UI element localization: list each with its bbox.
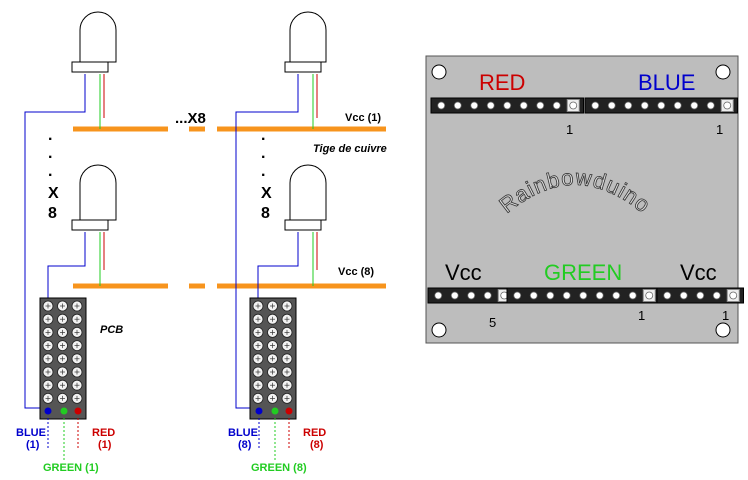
pin [663,291,672,300]
board-blue-label: BLUE [638,70,695,95]
copper-rod-label: Tige de cuivre [313,143,387,155]
pin [503,101,512,110]
pin [729,291,738,300]
red-1-num: (1) [98,439,112,451]
pin-blue-1: 1 [716,122,723,137]
blue-wires [24,74,299,409]
pin [453,101,462,110]
pin [470,101,479,110]
pin [569,101,578,110]
blue-1-label: BLUE [16,427,46,439]
rainbowduino-board: RED BLUE Vcc GREEN Vcc 1 1 5 1 1 Rainbow… [425,55,744,344]
board-green-label: GREEN [544,260,622,285]
pin [690,101,699,110]
pin-headers [427,97,744,304]
pin [579,291,588,300]
red-8-label: RED [303,427,326,439]
pin [483,291,492,300]
pin [529,291,538,300]
pin-green-1: 1 [638,308,645,323]
pin [536,101,545,110]
pin [723,101,732,110]
blue-8-num: (8) [238,439,252,451]
led-top-right [284,11,327,73]
pin [450,291,459,300]
red-8-num: (8) [310,439,324,451]
pcb-right [249,297,297,420]
pin [657,101,666,110]
blue-8-label: BLUE [228,427,258,439]
pin [628,291,637,300]
left-labels: ...X8 Vcc (1) Tige de cuivre Vcc (8) . .… [16,110,387,474]
pin [706,101,715,110]
pin [562,291,571,300]
dots-right-2: . [261,145,265,162]
times-count-label: ...X8 [175,110,206,127]
green-1-label: GREEN (1) [43,462,99,474]
pin-vcc-right-1: 1 [722,308,729,323]
dots-left-2: . [48,145,52,162]
board-vcc-right-label: Vcc [680,260,717,285]
pin [640,101,649,110]
pin [607,101,616,110]
pin [467,291,476,300]
pin [437,101,446,110]
dots-left-1: . [48,127,52,144]
pcb-label: PCB [100,324,123,336]
dots-right-1: . [261,127,265,144]
led-top-left [71,11,117,73]
pin-red-1: 1 [566,122,573,137]
blue-1-num: (1) [26,439,40,451]
led-bottom-right [284,164,327,231]
x-count-right: 8 [261,205,270,222]
board-vcc-left-label: Vcc [445,260,482,285]
led-leads [99,74,318,286]
pin [434,291,443,300]
pin [712,291,721,300]
mount-hole-tr [715,64,731,80]
pin-vcc-left-5: 5 [489,315,496,330]
pin [486,101,495,110]
dots-left-3: . [48,163,52,180]
pin [679,291,688,300]
copper-rods [73,126,386,289]
pin [519,101,528,110]
pin [513,291,522,300]
pin [552,101,561,110]
output-wires [47,418,290,460]
pcb-left [39,297,87,420]
pin [624,101,633,110]
green-8-label: GREEN (8) [251,462,307,474]
led-bottom-left [71,164,117,231]
x-letter-right: X [261,185,272,202]
vcc-bottom-label: Vcc (8) [338,266,374,278]
x-count-left: 8 [48,205,57,222]
red-1-label: RED [92,427,115,439]
pin [595,291,604,300]
pin [673,101,682,110]
pin [696,291,705,300]
dots-right-3: . [261,163,265,180]
x-letter-left: X [48,185,59,202]
board-red-label: RED [479,70,525,95]
mount-hole-tl [431,64,447,80]
pin [612,291,621,300]
pin [591,101,600,110]
pin [546,291,555,300]
mount-hole-bl [431,322,447,338]
pcb-connection-dots [44,407,293,415]
mount-hole-br [715,322,731,338]
vcc-top-label: Vcc (1) [345,112,381,124]
pin [645,291,654,300]
